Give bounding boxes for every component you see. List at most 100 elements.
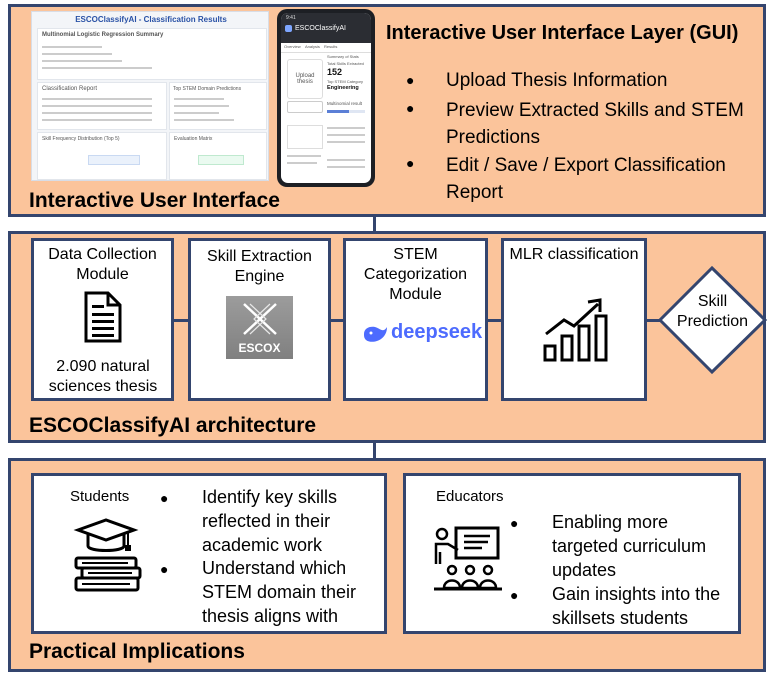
mlr-classification-module: MLR classification: [501, 238, 647, 401]
phone-dropdown[interactable]: [287, 101, 323, 113]
screenshot-title: ESCOClassifyAI - Classification Results: [75, 15, 227, 24]
document-icon: [84, 291, 122, 343]
phone-result-bar-fill: [327, 110, 349, 113]
educators-box: Educators ● Enabling more targeted curri…: [403, 473, 741, 634]
summary-line: [42, 46, 102, 48]
evaluation-heading: Evaluation Matrix: [174, 136, 213, 142]
teacher-presentation-icon: [434, 526, 502, 591]
students-bullet-text: Identify key skills reflected in their a…: [202, 487, 338, 555]
gui-bullet-text: Preview Extracted Skills and STEM Predic…: [446, 100, 744, 148]
skill-prediction-diamond: [657, 265, 768, 375]
escox-logo: ESCOX: [226, 296, 293, 359]
module-label: Data Collection Module: [48, 246, 157, 283]
module-label: MLR classification: [509, 246, 639, 263]
phone-tabs: Overview Analysis Results: [281, 43, 371, 53]
whale-icon: [364, 326, 387, 342]
phone-header: 9:41 ESCOClassifyAI: [281, 13, 371, 43]
screenshot-categories-card: Top STEM Domain Predictions: [169, 82, 267, 130]
desktop-screenshot: ESCOClassifyAI - Classification Results …: [31, 11, 269, 181]
architecture-section-title: ESCOClassifyAI architecture: [29, 414, 317, 437]
screenshot-report-card: Classification Report: [37, 82, 167, 130]
phone-category-value: Engineering: [327, 85, 359, 91]
gui-bullet-text: Edit / Save / Export Classification Repo…: [446, 155, 726, 203]
escox-logo-icon: [243, 303, 277, 335]
educators-bullet-text: Gain insights into the skillsets student…: [552, 584, 721, 628]
module-caption: 2.090 natural sciences thesis: [48, 358, 158, 395]
phone-app-name: ESCOClassifyAI: [295, 25, 346, 32]
phone-app-logo-icon: [285, 25, 292, 32]
categories-line: [174, 119, 234, 121]
summary-heading: Multinomial Logistic Regression Summary: [42, 32, 164, 38]
bullet-dot-icon: ●: [160, 561, 169, 577]
frequency-chart-placeholder: [88, 155, 140, 165]
connector-line: [373, 443, 376, 458]
phone-upload-button[interactable]: Upload thesis: [287, 59, 323, 99]
data-collection-module: Data Collection Module 2.090 natural sci…: [31, 238, 174, 401]
phone-category-label: Top STEM Category: [327, 79, 364, 84]
categories-line: [174, 98, 224, 100]
stem-categorization-module: STEM Categorization Module deepseek: [343, 238, 488, 401]
deepseek-logo-text: deepseek: [391, 321, 483, 343]
screenshot-evaluation-card: Evaluation Matrix: [169, 132, 267, 180]
phone-result-bar: [327, 110, 365, 113]
report-line: [42, 98, 152, 100]
phone-time: 9:41: [286, 15, 296, 21]
bullet-dot-icon: ●: [510, 587, 519, 603]
phone-tab[interactable]: Analysis: [305, 44, 320, 49]
students-box: Students ● Identify key skills reflected…: [31, 473, 387, 634]
bullet-dot-icon: ●: [406, 155, 415, 171]
phone-skills-count: 152: [327, 67, 343, 77]
screenshot-frequency-card: Skill Frequency Distribution (Top 5): [37, 132, 167, 180]
graduation-books-icon: [73, 518, 142, 592]
report-heading: Classification Report: [42, 86, 98, 92]
phone-card: [287, 125, 323, 149]
screenshot-summary-card: Multinomial Logistic Regression Summary: [37, 28, 267, 80]
phone-line: [327, 166, 365, 168]
summary-line: [42, 67, 152, 69]
connector-line: [373, 217, 376, 231]
bullet-dot-icon: ●: [406, 72, 415, 88]
summary-line: [42, 60, 122, 62]
educators-heading: Educators: [436, 488, 504, 505]
students-heading: Students: [70, 488, 130, 505]
students-bullet-text: Understand which STEM domain their thesi…: [202, 558, 357, 626]
implications-section-title: Practical Implications: [29, 640, 245, 663]
phone-line: [287, 155, 321, 157]
report-line: [42, 105, 152, 107]
categories-line: [174, 105, 229, 107]
bullet-dot-icon: ●: [160, 490, 169, 506]
phone-skills-label: Total Skills Extracted: [327, 61, 364, 66]
phone-line: [327, 159, 365, 161]
phone-tab[interactable]: Results: [324, 44, 338, 49]
phone-screen: 9:41 ESCOClassifyAI Overview Analysis Re…: [281, 13, 371, 183]
phone-line: [287, 162, 317, 164]
phone-line: [327, 127, 365, 129]
phone-screenshot: 9:41 ESCOClassifyAI Overview Analysis Re…: [277, 9, 375, 187]
phone-line: [327, 134, 365, 136]
bullet-dot-icon: ●: [510, 515, 519, 531]
gui-bullet-text: Upload Thesis Information: [446, 70, 668, 91]
gui-section-title: Interactive User Interface: [29, 189, 280, 212]
phone-line: [327, 141, 365, 143]
categories-heading: Top STEM Domain Predictions: [173, 86, 242, 92]
phone-summary-title: Summary of Stats: [327, 54, 359, 59]
gui-layer-title: Interactive User Interface Layer (GUI): [386, 22, 739, 44]
bullet-dot-icon: ●: [406, 100, 415, 116]
report-line: [42, 119, 152, 121]
report-line: [42, 112, 152, 114]
skill-extraction-engine: Skill Extraction Engine ESCOX: [188, 238, 331, 401]
phone-tab[interactable]: Overview: [284, 44, 301, 49]
educators-bullet-text: Enabling more targeted curriculum update…: [552, 512, 707, 580]
phone-result-label: Multinomial result: [327, 101, 363, 106]
escox-logo-text: ESCOX: [238, 341, 281, 355]
module-label: STEM Categorization Module: [363, 246, 468, 303]
growth-chart-icon: [543, 298, 608, 362]
skill-prediction-label: Skill Prediction: [676, 293, 749, 330]
evaluation-chart-placeholder: [198, 155, 244, 165]
summary-line: [42, 53, 112, 55]
deepseek-logo: deepseek: [362, 321, 482, 347]
module-label: Skill Extraction Engine: [207, 248, 312, 285]
upload-label: Upload thesis: [295, 73, 315, 85]
frequency-heading: Skill Frequency Distribution (Top 5): [42, 136, 120, 142]
categories-line: [174, 112, 219, 114]
